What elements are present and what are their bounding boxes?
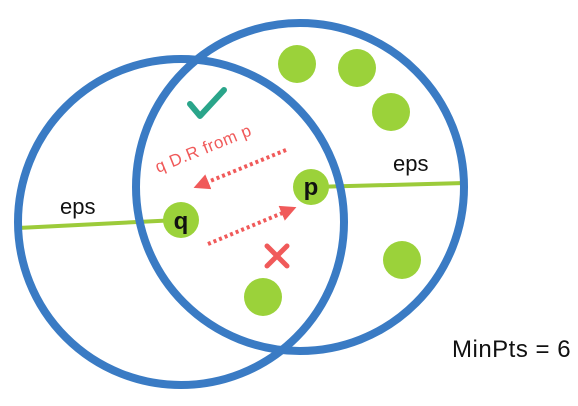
point-q-label: q [174,208,189,235]
neighbor-point [278,45,316,83]
checkmark-icon [187,87,227,119]
q-neighborhood-circle [14,55,348,389]
left-eps-radius-line [17,218,179,230]
left-eps-label: eps [60,194,95,219]
cross-icon [264,243,290,269]
point-p-label: p [304,174,319,201]
right-eps-radius-line [311,181,466,189]
point-q [163,202,199,238]
right-eps-label: eps [393,151,428,176]
neighbor-point [383,241,421,279]
min-pts-label: MinPts = 6 [452,336,572,363]
neighbor-point [372,93,410,131]
point-p [293,169,329,205]
neighbor-point [338,49,376,87]
not-density-reachable-arrow [207,205,297,246]
p-neighborhood-circle [132,19,468,355]
neighbor-point [244,278,282,316]
density-reachable-arrow [193,148,287,190]
